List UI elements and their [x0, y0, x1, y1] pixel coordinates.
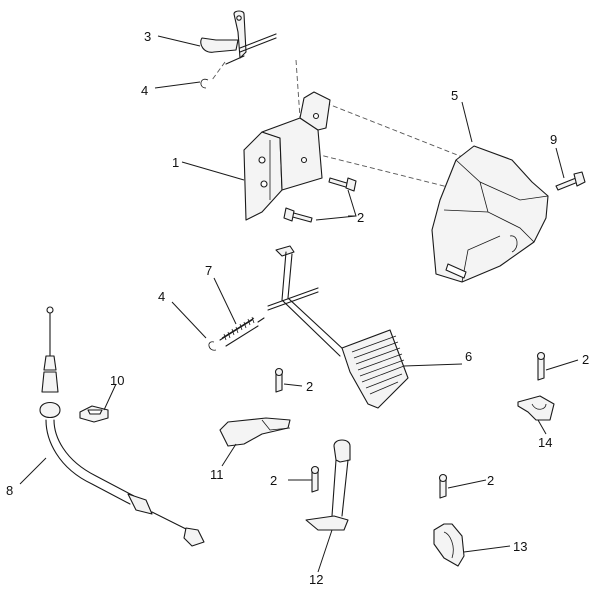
- callout-13: 13: [513, 539, 527, 554]
- callout-1: 1: [172, 155, 179, 170]
- callout-9: 9: [550, 132, 557, 147]
- callout-2-clamp: 2: [487, 473, 494, 488]
- callout-10: 10: [110, 373, 124, 388]
- part-7-return-spring: [219, 316, 265, 347]
- pedal-pivot-rod: [267, 287, 319, 307]
- part-11-cable-bracket: [219, 417, 291, 447]
- callout-6: 6: [465, 349, 472, 364]
- part-6-accelerator-pedal: [275, 245, 409, 409]
- leader-lines: [19, 35, 579, 573]
- part-12-support: [305, 439, 351, 531]
- part-9-bolt: [555, 171, 586, 191]
- bolt-2-upper: [328, 177, 357, 192]
- callout-2-bracket-11: 2: [306, 379, 313, 394]
- callout-7: 7: [205, 263, 212, 278]
- part-4-circlip-top: [200, 78, 209, 89]
- part-10-cable-clip: [79, 405, 109, 423]
- part-14-p-clip: [517, 395, 555, 421]
- callout-11: 11: [210, 467, 224, 482]
- callout-labels: 3 4 1 2 5 9 7 4 6 10 2 2 14 11 8 2 2 13 …: [6, 29, 589, 587]
- part-8-throttle-cable: [39, 306, 205, 547]
- part-5-cover: [431, 145, 549, 283]
- callout-2-p-clip: 2: [582, 352, 589, 367]
- callout-3: 3: [144, 29, 151, 44]
- callout-4-top: 4: [141, 83, 148, 98]
- callout-14: 14: [538, 435, 552, 450]
- callout-12: 12: [309, 572, 323, 587]
- part-1-pedal-bracket: [243, 91, 331, 221]
- callout-5: 5: [451, 88, 458, 103]
- bolt-2-lower: [283, 207, 313, 223]
- callout-2-bracket: 2: [357, 210, 364, 225]
- part-13-clamp: [433, 523, 465, 567]
- part-4-circlip-lower: [208, 341, 217, 351]
- part-3-link-bracket: [200, 10, 277, 65]
- callout-8: 8: [6, 483, 13, 498]
- callout-2-support: 2: [270, 473, 277, 488]
- callout-4-lower: 4: [158, 289, 165, 304]
